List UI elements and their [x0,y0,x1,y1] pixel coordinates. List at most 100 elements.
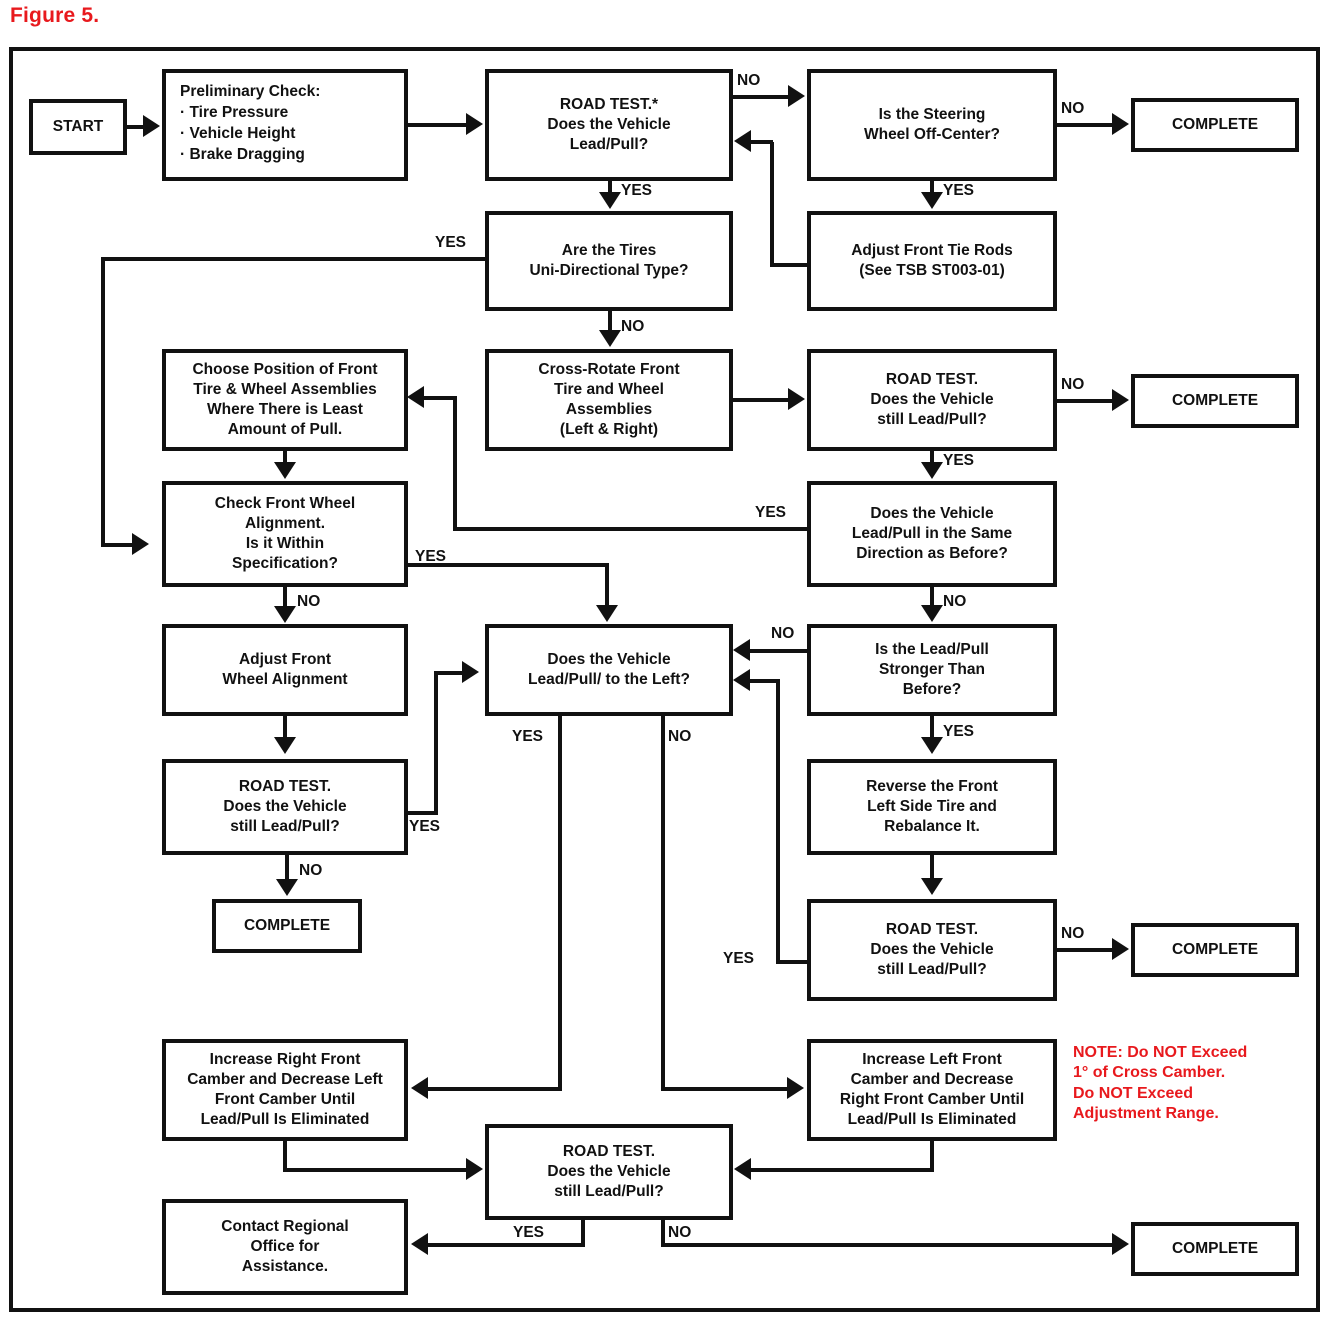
node-stronger-than-before-label: Is the Lead/Pull Stronger Than Before? [875,640,989,699]
edge-leadleft-yes-h [428,1087,560,1091]
arrow-rt2-no-to-complete2 [1112,389,1129,411]
label-steering-no: NO [1061,100,1085,117]
edge-tierods-loop-h-top [751,140,773,144]
arrow-start-to-preliminary [143,115,160,137]
node-road-test-4[interactable]: ROAD TEST. Does the Vehicle still Lead/P… [807,899,1057,1001]
node-steering-off-center-label: Is the Steering Wheel Off-Center? [863,105,1001,143]
node-same-direction-label: Does the Vehicle Lead/Pull in the Same D… [851,504,1013,563]
node-tires-unidirectional-label: Are the Tires Uni-Directional Type? [529,241,689,279]
edge-steering-yes-to-tierods [930,181,934,194]
node-same-direction[interactable]: Does the Vehicle Lead/Pull in the Same D… [807,481,1057,587]
arrow-rt3-yes-to-leadleft [462,661,479,683]
node-increase-right-camber-label: Increase Right Front Camber and Decrease… [187,1050,383,1129]
label-rt3-no: NO [299,862,323,879]
edge-rt1-yes-to-tires [608,181,612,194]
node-complete-5[interactable]: COMPLETE [1131,1222,1299,1276]
node-reverse-tire[interactable]: Reverse the Front Left Side Tire and Reb… [807,759,1057,855]
edge-rt4-yes-v [776,679,780,964]
node-start[interactable]: START [29,99,127,155]
node-check-alignment[interactable]: Check Front Wheel Alignment. Is it Withi… [162,481,408,587]
label-rt5-yes: YES [513,1224,545,1241]
arrow-stronger-no-to-leadleft [733,639,750,661]
node-road-test-1-label: ROAD TEST.* Does the Vehicle Lead/Pull? [547,95,671,154]
label-rt1-yes: YES [621,182,653,199]
edge-rt5-yes-h [428,1243,583,1247]
edge-rt5-no-h [661,1243,1116,1247]
node-road-test-3[interactable]: ROAD TEST. Does the Vehicle still Lead/P… [162,759,408,855]
arrow-increase-left-to-rt5 [734,1158,751,1180]
arrow-rt1-yes-to-tires [599,192,621,209]
node-complete-4-label: COMPLETE [1171,940,1259,958]
edge-preliminary-to-rt1 [408,123,468,127]
edge-leadleft-yes-v [558,716,562,1091]
node-preliminary-check[interactable]: Preliminary Check: · Tire Pressure · Veh… [162,69,408,181]
node-reverse-tire-label: Reverse the Front Left Side Tire and Reb… [866,777,998,836]
edge-stronger-yes-to-reverse [930,716,934,739]
node-contact-regional[interactable]: Contact Regional Office for Assistance. [162,1199,408,1295]
arrow-tires-yes-to-check-alignment [132,533,149,555]
node-road-test-2[interactable]: ROAD TEST. Does the Vehicle still Lead/P… [807,349,1057,451]
node-road-test-3-label: ROAD TEST. Does the Vehicle still Lead/P… [223,777,347,836]
edge-rt4-yes-h-bottom [776,960,811,964]
edge-align-yes-v [605,563,609,607]
node-cross-rotate[interactable]: Cross-Rotate Front Tire and Wheel Assemb… [485,349,733,451]
arrow-increase-right-to-rt5 [466,1158,483,1180]
node-lead-left[interactable]: Does the Vehicle Lead/Pull/ to the Left? [485,624,733,716]
arrow-tierods-loop-into-rt1 [734,130,751,152]
node-increase-left-camber-label: Increase Left Front Camber and Decrease … [839,1050,1025,1129]
node-road-test-5[interactable]: ROAD TEST. Does the Vehicle still Lead/P… [485,1124,733,1220]
arrow-steering-yes-to-tierods [921,192,943,209]
edge-chooseposition-to-checkalign [283,451,287,464]
node-adjust-alignment[interactable]: Adjust Front Wheel Alignment [162,624,408,716]
node-tires-unidirectional[interactable]: Are the Tires Uni-Directional Type? [485,211,733,311]
arrow-align-yes-to-leadleft [596,605,618,622]
label-align-yes: YES [415,548,447,565]
label-rt4-yes: YES [723,950,755,967]
node-complete-3-label: COMPLETE [243,916,331,934]
label-rt2-no: NO [1061,376,1085,393]
edge-rt2-no-to-complete2 [1057,399,1114,403]
arrow-samedir-yes-to-choose-position [407,386,424,408]
edge-samedir-yes-h2 [424,396,455,400]
arrow-adjust-to-rt3 [274,737,296,754]
node-complete-1-label: COMPLETE [1171,115,1259,133]
node-complete-3[interactable]: COMPLETE [212,899,362,953]
edge-steering-no-to-complete1 [1057,123,1114,127]
node-adjust-tie-rods[interactable]: Adjust Front Tie Rods (See TSB ST003-01) [807,211,1057,311]
node-increase-left-camber[interactable]: Increase Left Front Camber and Decrease … [807,1039,1057,1141]
node-complete-2-label: COMPLETE [1171,391,1259,409]
node-stronger-than-before[interactable]: Is the Lead/Pull Stronger Than Before? [807,624,1057,716]
label-rt2-yes: YES [943,452,975,469]
node-road-test-1[interactable]: ROAD TEST.* Does the Vehicle Lead/Pull? [485,69,733,181]
note-text: NOTE: Do NOT Exceed 1° of Cross Camber. … [1073,1044,1248,1123]
arrow-align-no-to-adjust [274,606,296,623]
label-tires-yes: YES [435,234,467,251]
label-steering-yes: YES [943,182,975,199]
edge-rt4-yes-h-top [750,679,780,683]
edge-rt4-no-to-complete4 [1057,948,1114,952]
node-complete-1[interactable]: COMPLETE [1131,98,1299,152]
node-complete-2[interactable]: COMPLETE [1131,374,1299,428]
edge-increase-left-v [930,1141,934,1170]
edge-increase-right-v [283,1141,287,1170]
arrow-leadleft-no-to-increase-left [787,1077,804,1099]
edge-rt3-yes-h-bottom [408,811,438,815]
node-choose-position[interactable]: Choose Position of Front Tire & Wheel As… [162,349,408,451]
label-rt4-no: NO [1061,925,1085,942]
arrow-tires-no-to-crossrotate [599,330,621,347]
node-start-label: START [52,117,104,135]
node-adjust-alignment-label: Adjust Front Wheel Alignment [222,650,348,688]
node-road-test-5-label: ROAD TEST. Does the Vehicle still Lead/P… [547,1142,671,1201]
node-increase-right-camber[interactable]: Increase Right Front Camber and Decrease… [162,1039,408,1141]
arrow-rt2-yes-to-samedir [921,462,943,479]
node-steering-off-center[interactable]: Is the Steering Wheel Off-Center? [807,69,1057,181]
edge-tires-yes-v [101,257,105,547]
edge-leadleft-no-v [661,716,665,1091]
label-tires-no: NO [621,318,645,335]
edge-rt3-no-to-complete3 [285,855,289,881]
edge-align-no-to-adjust [283,587,287,608]
arrow-samedir-no-to-stronger [921,605,943,622]
node-contact-regional-label: Contact Regional Office for Assistance. [221,1217,349,1276]
node-complete-4[interactable]: COMPLETE [1131,923,1299,977]
